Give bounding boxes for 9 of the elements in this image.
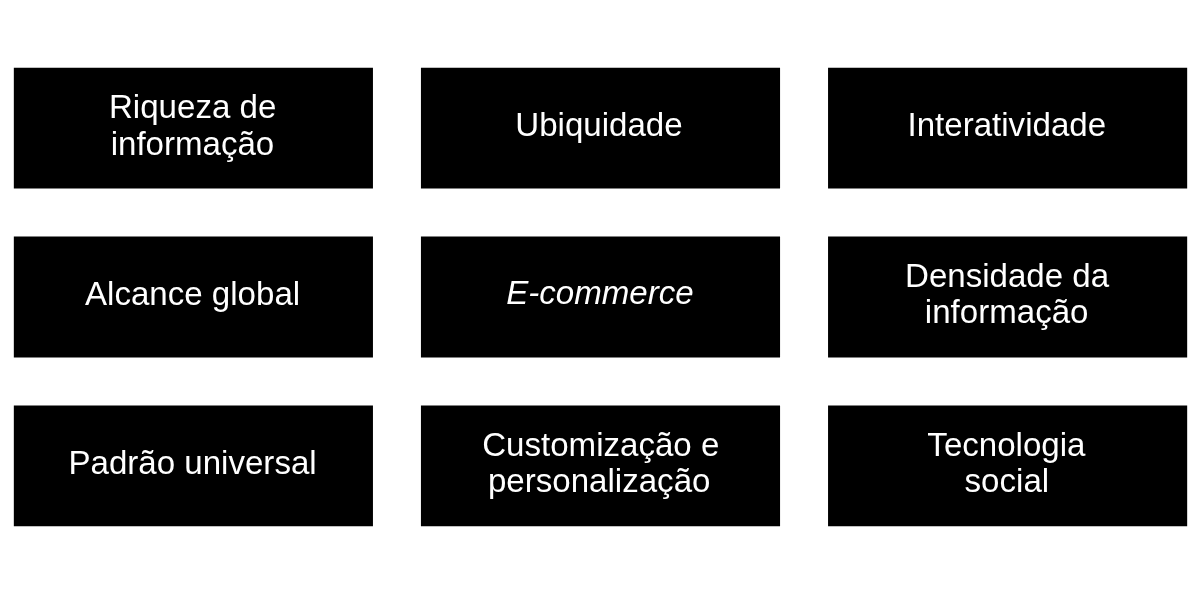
node-box: Tecnologia social — [828, 405, 1188, 527]
node-box: Customização e personalização — [420, 405, 781, 527]
node-box: Densidade da informação — [828, 236, 1188, 358]
node-box: Interatividade — [828, 67, 1188, 189]
node-box: E-commerce — [420, 236, 781, 358]
node-box: Ubiquidade — [420, 67, 781, 189]
node-box: Padrão universal — [13, 405, 373, 527]
node-box: Alcance global — [13, 236, 373, 358]
node-box: Riqueza de informação — [13, 67, 373, 189]
